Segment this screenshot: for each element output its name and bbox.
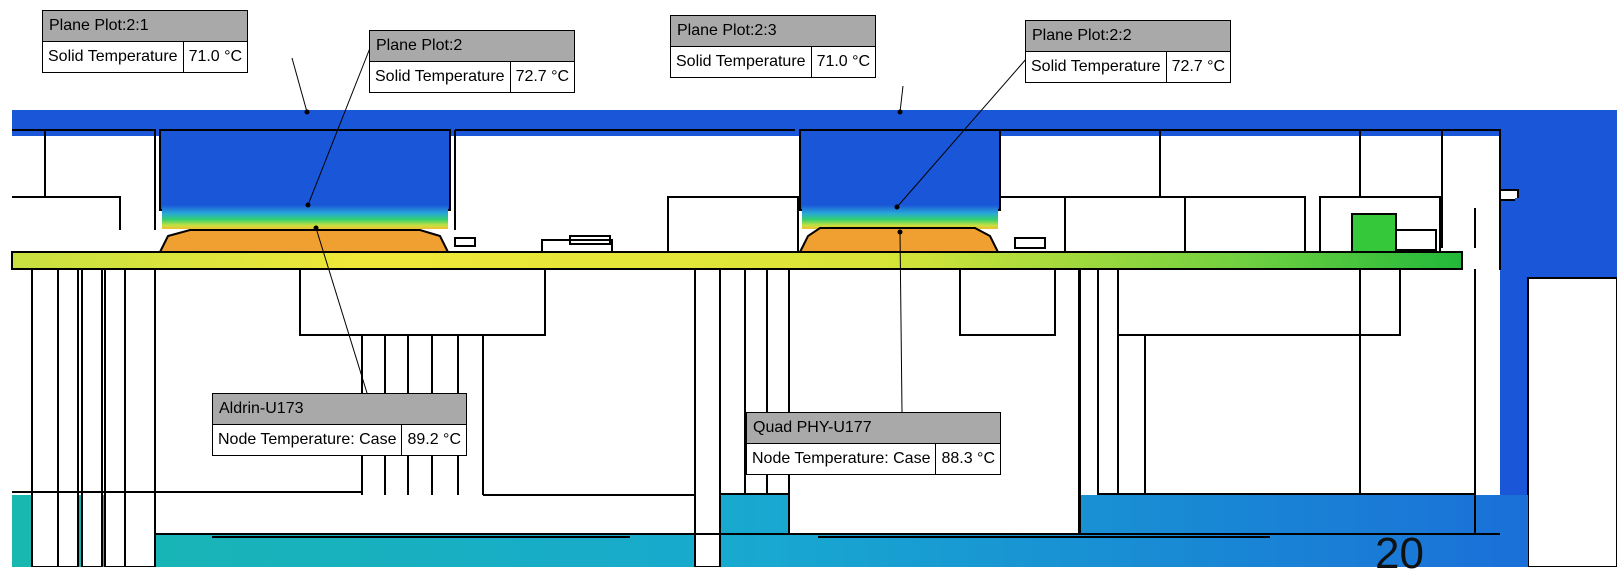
- probe-points: [304, 109, 903, 235]
- probe-value: 89.2 °C: [401, 425, 466, 455]
- probe-title: Aldrin-U173: [213, 394, 467, 425]
- probe-quantity: Solid Temperature: [1031, 58, 1161, 75]
- probe-quad-phy-u177: Quad PHY-U177 Node Temperature: Case 88.…: [746, 412, 1002, 475]
- heatsink-pedestal-1: [159, 129, 451, 211]
- probe-plane-plot-2-3: Plane Plot:2:3 Solid Temperature 71.0 °C: [670, 15, 877, 78]
- right-inner-frame: [1527, 277, 1617, 568]
- probe-title: Plane Plot:2:2: [1026, 21, 1231, 52]
- probe-value: 72.7 °C: [1165, 52, 1231, 82]
- probe-plane-plot-2-2: Plane Plot:2:2 Solid Temperature 72.7 °C: [1025, 20, 1232, 83]
- probe-title: Quad PHY-U177: [747, 413, 1001, 444]
- probe-title: Plane Plot:2:1: [43, 11, 248, 42]
- probe-quantity: Solid Temperature: [48, 48, 178, 65]
- chip-aldrin-u173: [158, 229, 450, 253]
- probe-value: 71.0 °C: [810, 47, 876, 77]
- probe-quantity: Node Temperature: Case: [752, 450, 931, 467]
- probe-leader-lines: [291, 47, 1028, 413]
- probe-title: Plane Plot:2:3: [671, 16, 876, 47]
- probe-quantity: Solid Temperature: [676, 53, 806, 70]
- probe-quantity: Node Temperature: Case: [218, 431, 397, 448]
- green-component: [1351, 213, 1397, 257]
- probe-aldrin-u173: Aldrin-U173 Node Temperature: Case 89.2 …: [212, 393, 468, 456]
- probe-value: 71.0 °C: [182, 42, 248, 72]
- lower-outlines: [12, 268, 1500, 568]
- probe-value: 72.7 °C: [509, 62, 575, 92]
- pcb-board: [11, 251, 1463, 270]
- probe-plane-plot-2-1: Plane Plot:2:1 Solid Temperature 71.0 °C: [42, 10, 249, 73]
- probe-value: 88.3 °C: [935, 444, 1000, 474]
- probe-quantity: Solid Temperature: [375, 68, 505, 85]
- probe-plane-plot-2: Plane Plot:2 Solid Temperature 72.7 °C: [369, 30, 576, 93]
- heatsink-pedestal-2: [799, 129, 1001, 211]
- probe-title: Plane Plot:2: [370, 31, 575, 62]
- page-number: 20: [1375, 529, 1424, 578]
